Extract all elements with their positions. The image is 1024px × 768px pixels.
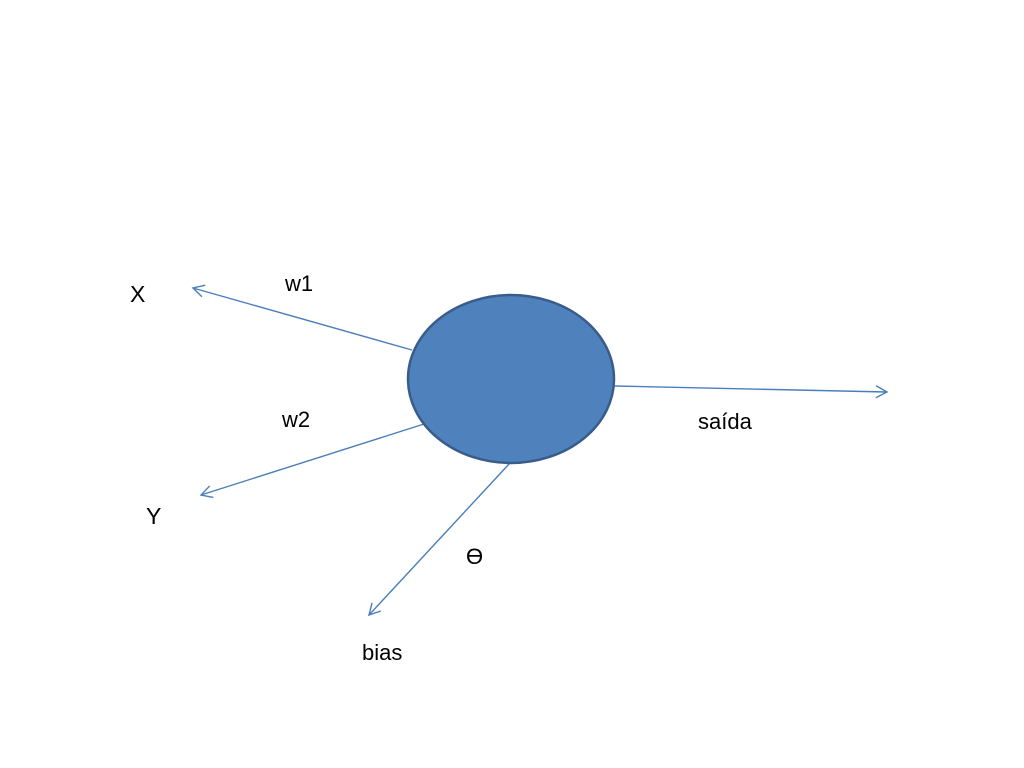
weight-2-label: w2	[282, 407, 311, 432]
theta-label: ϴ	[466, 544, 484, 569]
weight-1-label: w1	[285, 271, 314, 296]
output-label: saída	[698, 409, 752, 434]
arrow-to-x	[191, 284, 413, 351]
arrow-to-bias	[368, 462, 511, 617]
neuron-node	[406, 293, 616, 465]
bias-label: bias	[362, 640, 403, 665]
arrow-to-y	[199, 423, 425, 499]
input-x-label: X	[130, 281, 146, 307]
input-y-label: Y	[146, 503, 162, 529]
arrow-to-output	[613, 385, 889, 399]
